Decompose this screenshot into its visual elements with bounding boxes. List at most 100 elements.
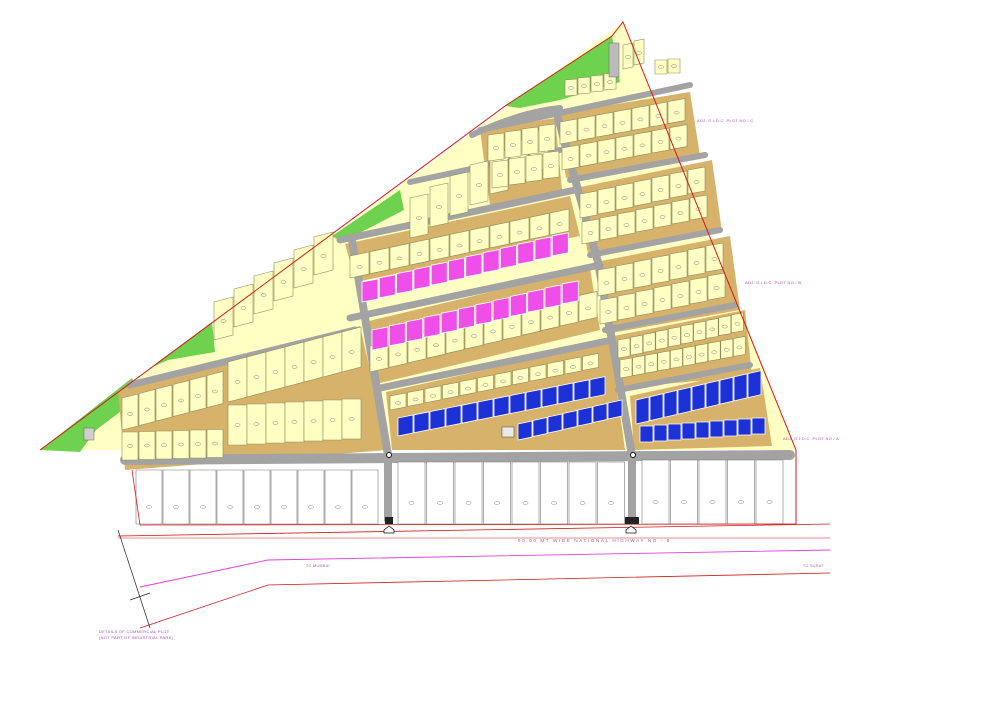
plot xyxy=(633,38,645,66)
magenta-plot xyxy=(396,270,414,295)
plots-magenta xyxy=(361,232,579,351)
plot-number-ellipse xyxy=(173,505,179,509)
plot xyxy=(644,352,658,374)
commercial-plot xyxy=(727,459,755,525)
plot xyxy=(469,160,489,206)
plot xyxy=(619,357,633,379)
plot-number-ellipse xyxy=(356,265,363,269)
plot-number-ellipse xyxy=(713,286,720,290)
plot xyxy=(489,221,510,249)
commercial-plot xyxy=(426,461,454,525)
magenta-plot xyxy=(482,249,500,274)
plot-number-ellipse xyxy=(736,345,743,350)
blue-plot xyxy=(445,404,462,427)
plot xyxy=(303,400,324,442)
commercial-plot xyxy=(162,469,190,525)
plot-number-ellipse xyxy=(671,64,677,68)
road-east-1 xyxy=(567,152,708,183)
plot-number-ellipse xyxy=(329,418,336,422)
plot-number-ellipse xyxy=(607,80,613,84)
plot-number-ellipse xyxy=(456,243,463,248)
plot xyxy=(313,231,334,276)
plot-number-ellipse xyxy=(581,84,587,88)
plot xyxy=(253,270,274,315)
blue-plot xyxy=(653,424,668,442)
plot xyxy=(529,212,550,240)
road-east-4 xyxy=(615,362,753,393)
magenta-plot xyxy=(517,240,535,265)
plot-number-ellipse xyxy=(465,386,471,391)
plot-number-ellipse xyxy=(178,398,184,403)
plot-number-ellipse xyxy=(570,365,576,369)
plot-number-ellipse xyxy=(514,170,520,174)
plot-number-ellipse xyxy=(433,343,439,347)
commercial-plot xyxy=(540,461,568,525)
plot-ref-label-c: ADJ. G.I.D.C. PLOT NO / C xyxy=(697,118,754,123)
commercial-plot xyxy=(641,459,670,525)
plot-number-ellipse xyxy=(681,500,687,504)
plot-number-ellipse xyxy=(436,205,442,209)
plot-number-ellipse xyxy=(693,180,700,184)
blue-plot xyxy=(477,398,494,421)
plot-number-ellipse xyxy=(548,164,554,168)
plot-number-ellipse xyxy=(587,231,594,235)
plot-number-ellipse xyxy=(673,110,680,115)
blue-plot xyxy=(547,413,563,434)
plot-number-ellipse xyxy=(536,226,543,231)
plot-number-ellipse xyxy=(178,442,184,447)
entry-gate-east-icon xyxy=(625,525,637,534)
commercial-plot xyxy=(324,469,352,525)
plot xyxy=(718,315,732,336)
magenta-plot xyxy=(492,297,510,322)
highway-edge-north xyxy=(117,523,831,537)
plot xyxy=(577,76,591,95)
plot-number-ellipse xyxy=(675,265,682,269)
plot-number-ellipse xyxy=(465,501,472,505)
blue-plot xyxy=(525,388,542,411)
plot-number-ellipse xyxy=(621,277,628,281)
plot-number-ellipse xyxy=(260,293,267,297)
plot xyxy=(121,431,139,461)
plot-number-ellipse xyxy=(721,324,728,329)
plot xyxy=(525,153,543,183)
plot xyxy=(284,401,305,443)
commercial-plot xyxy=(243,469,271,525)
plot xyxy=(642,332,656,353)
plot-number-ellipse xyxy=(161,443,167,447)
plot xyxy=(303,336,324,383)
plot-number-ellipse xyxy=(556,222,563,226)
plot xyxy=(284,341,305,388)
magenta-plot xyxy=(465,253,483,278)
plot xyxy=(138,389,156,426)
magenta-plot xyxy=(361,278,379,303)
plot-number-ellipse xyxy=(605,227,612,231)
plot-number-ellipse xyxy=(522,501,529,505)
plot-number-ellipse xyxy=(551,501,557,505)
road-diag-6 xyxy=(477,82,693,133)
plot xyxy=(449,230,470,257)
plot-number-ellipse xyxy=(636,51,642,55)
plot-number-ellipse xyxy=(253,375,260,379)
green-strip-west xyxy=(40,378,140,452)
blue-plot xyxy=(747,370,762,399)
plot xyxy=(349,251,370,279)
plot xyxy=(508,156,526,186)
plot xyxy=(617,337,631,359)
blue-plot xyxy=(577,406,593,427)
plot-number-ellipse xyxy=(146,505,152,509)
plot xyxy=(341,326,362,373)
plot xyxy=(705,318,719,339)
plot-number-ellipse xyxy=(766,500,773,504)
plot-number-ellipse xyxy=(657,188,664,192)
plot xyxy=(670,348,683,369)
plot-number-ellipse xyxy=(144,407,150,412)
gate-pillar-east xyxy=(625,517,639,524)
plot-number-ellipse xyxy=(494,501,500,505)
commercial-plot xyxy=(597,461,625,525)
plot-number-ellipse xyxy=(212,441,218,446)
plot-number-ellipse xyxy=(660,360,667,364)
plot-number-ellipse xyxy=(587,361,594,366)
plot-number-ellipse xyxy=(412,397,419,402)
plot xyxy=(707,340,721,362)
blue-plot xyxy=(723,419,738,437)
